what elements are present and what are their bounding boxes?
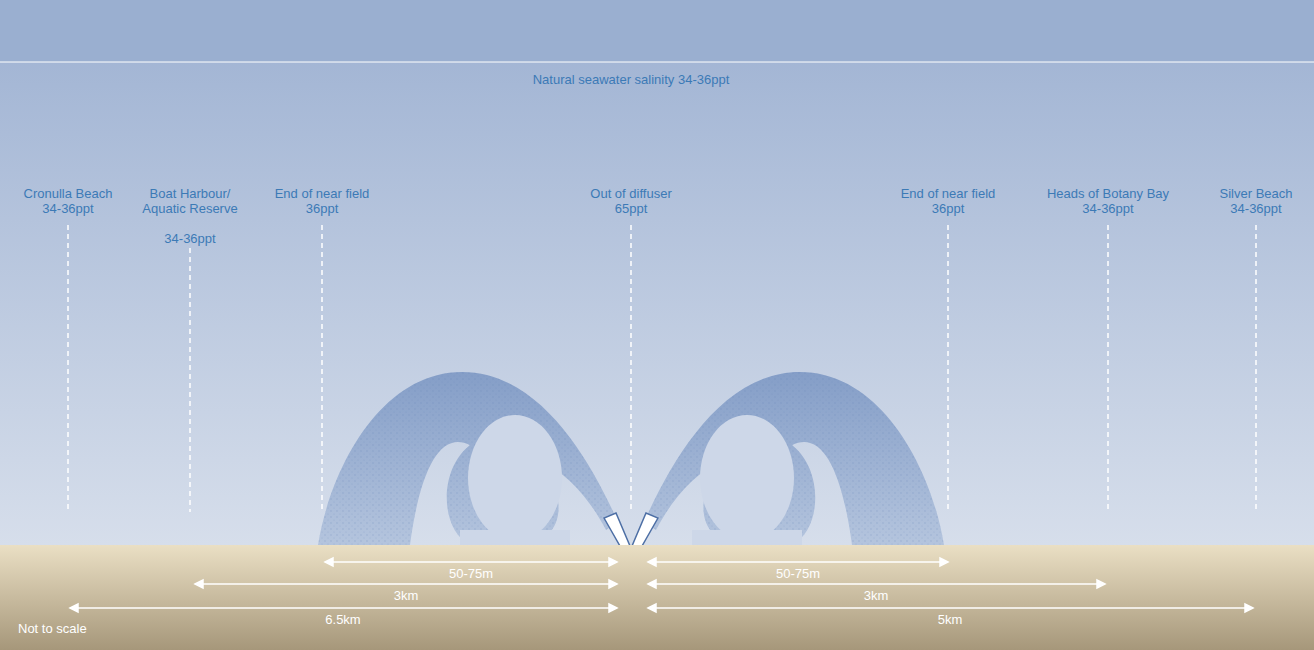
- site-name: Boat Harbour/ Aquatic Reserve: [135, 186, 245, 216]
- site-name: Out of diffuser: [590, 186, 671, 201]
- dimension-arrows: [70, 558, 1253, 612]
- marker-lines: [68, 225, 1256, 512]
- brine-plume: [318, 372, 630, 546]
- site-name: End of near field: [275, 186, 370, 201]
- site-name: End of near field: [901, 186, 996, 201]
- salinity-value: 34-36ppt: [1082, 201, 1133, 216]
- dimension: 3km: [394, 588, 419, 603]
- site-name: Cronulla Beach: [24, 186, 113, 201]
- dimension: 50-75m: [776, 566, 820, 581]
- dimension: 5km: [938, 612, 963, 627]
- heading-note: Natural seawater salinity 34-36ppt: [533, 72, 730, 87]
- salinity-value: 34-36ppt: [1230, 201, 1281, 216]
- note: Not to scale: [18, 621, 87, 636]
- site-name: Silver Beach: [1220, 186, 1293, 201]
- dimension: 3km: [864, 588, 889, 603]
- salinity-value: 36ppt: [306, 201, 339, 216]
- dimension: 6.5km: [325, 612, 360, 627]
- site-name: Heads of Botany Bay: [1047, 186, 1169, 201]
- salinity-value: 34-36ppt: [164, 231, 215, 246]
- salinity-value: 34-36ppt: [42, 201, 93, 216]
- dimension: 50-75m: [449, 566, 493, 581]
- salinity-value: 65ppt: [615, 201, 648, 216]
- salinity-value: 36ppt: [932, 201, 965, 216]
